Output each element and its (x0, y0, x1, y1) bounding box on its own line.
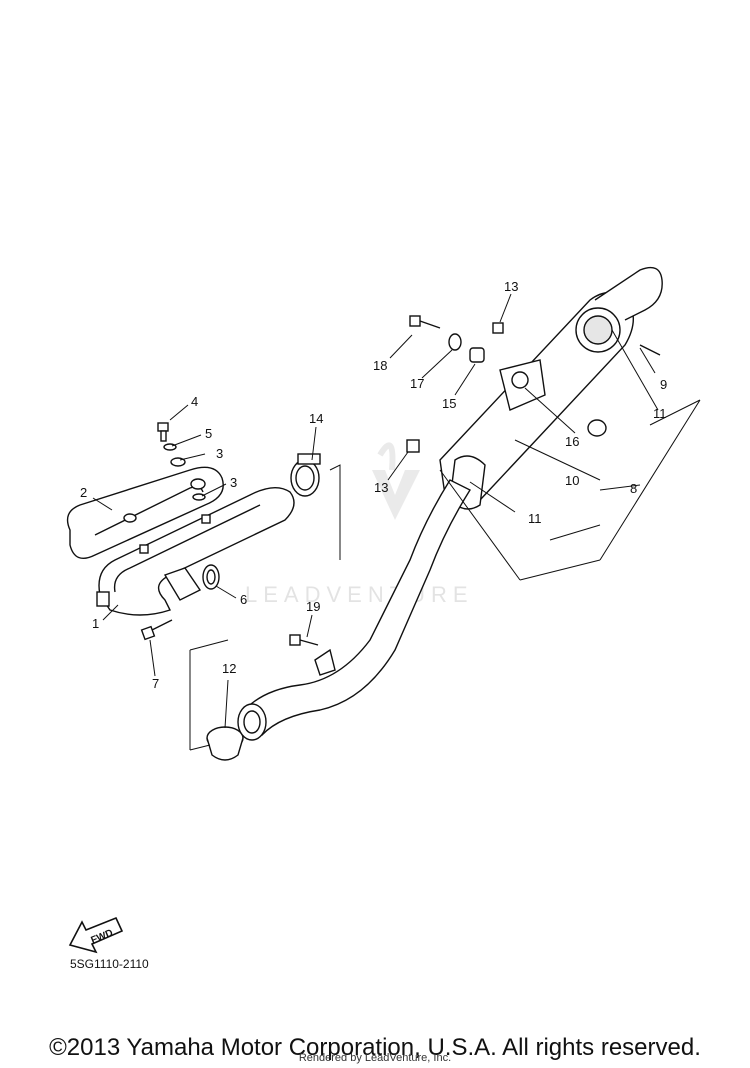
part-exhaust-pipe (96, 487, 295, 616)
part-gasket (202, 564, 220, 590)
callout-16: 16 (565, 434, 579, 449)
fwd-arrow-icon: FWD (68, 916, 124, 954)
part-fasteners (289, 315, 661, 646)
copyright-notice: ©2013 Yamaha Motor Corporation, U.S.A. A… (49, 1034, 701, 1061)
leader-lines (92, 293, 659, 729)
leadventure-watermark: LEADVENTURE (245, 442, 474, 607)
part-clamp (290, 453, 321, 497)
callout-17: 17 (410, 376, 424, 391)
callout-3b: 3 (230, 475, 237, 490)
rendered-by-notice: Rendered by LeadVenture, Inc. (298, 1052, 452, 1064)
callout-10: 10 (565, 473, 579, 488)
part-bolt-7 (140, 619, 173, 641)
callout-12: 12 (222, 661, 236, 676)
part-joint-12 (206, 726, 244, 761)
callout-18: 18 (373, 358, 387, 373)
callout-19: 19 (306, 599, 320, 614)
callout-3a: 3 (216, 446, 223, 461)
callout-11b: 11 (528, 511, 542, 526)
callout-15: 15 (442, 396, 456, 411)
callout-labels: 1 2 3 3 4 5 6 7 8 9 10 11 11 12 13 13 14… (80, 279, 667, 691)
assembly-brackets (189, 399, 701, 751)
watermark-text: LEADVENTURE (245, 582, 474, 607)
part-muffler (439, 266, 663, 510)
callout-4: 4 (191, 394, 198, 409)
callout-7: 7 (152, 676, 159, 691)
callout-14: 14 (309, 411, 323, 426)
callout-8: 8 (630, 481, 637, 496)
callout-6: 6 (240, 592, 247, 607)
diagram-code: 5SG1110-2110 (70, 957, 149, 971)
callout-13b: 13 (374, 480, 388, 495)
callout-9: 9 (660, 377, 667, 392)
part-heat-protector (66, 466, 224, 559)
part-link-pipe (237, 479, 472, 741)
callout-1: 1 (92, 616, 99, 631)
callout-5: 5 (205, 426, 212, 441)
callout-13a: 13 (504, 279, 518, 294)
callout-11a: 11 (653, 406, 667, 421)
callout-2: 2 (80, 485, 87, 500)
